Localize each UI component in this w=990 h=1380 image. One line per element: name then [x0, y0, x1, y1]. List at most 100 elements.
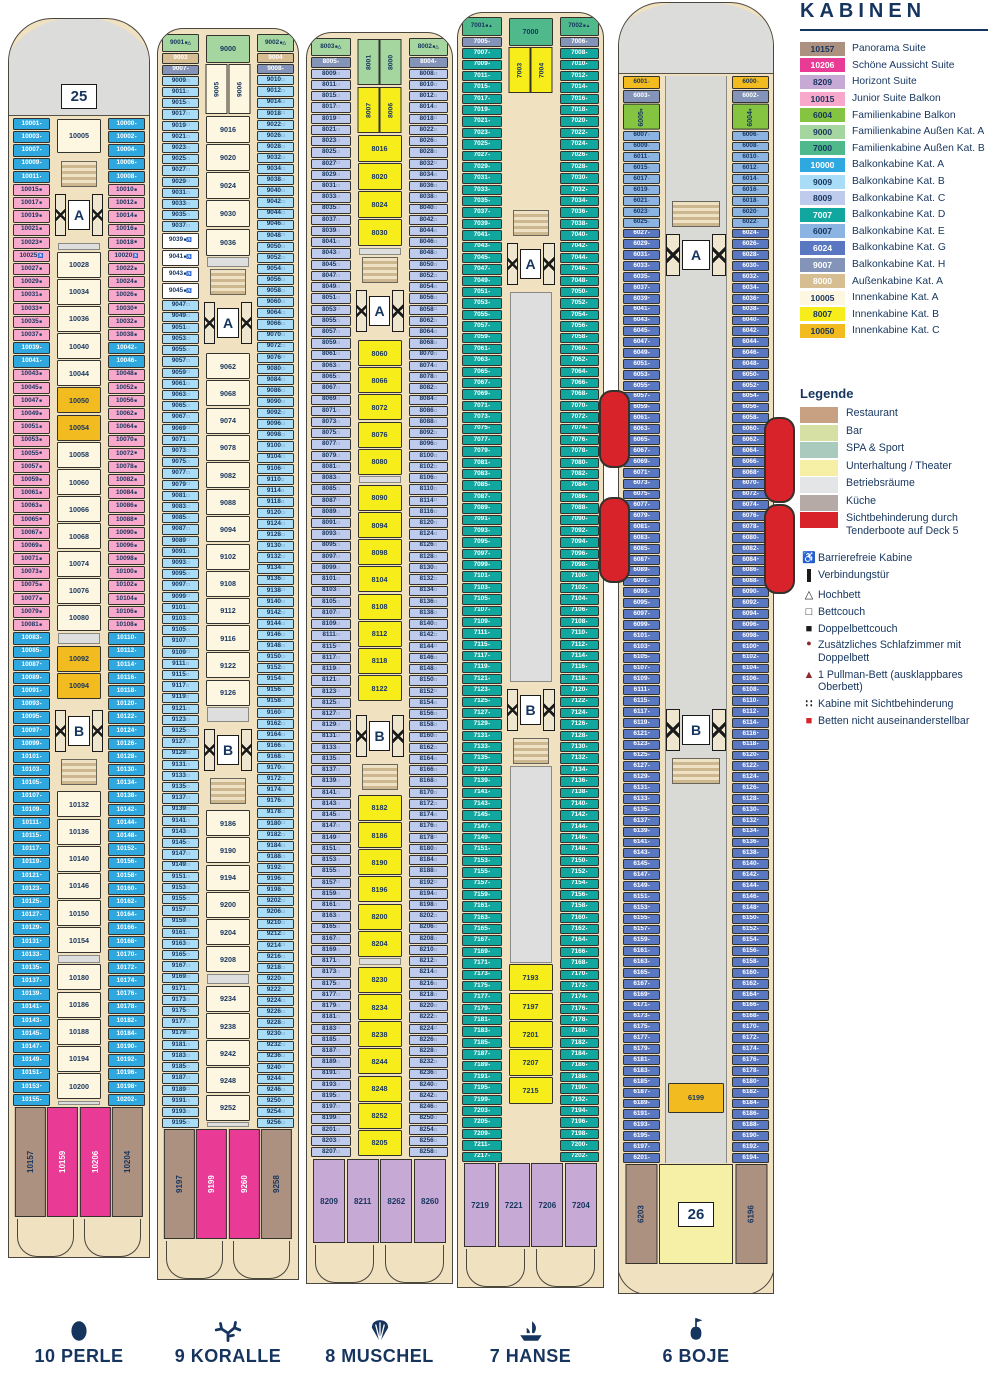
cabin-8212[interactable]: 8212□	[408, 956, 448, 967]
cabin-8042[interactable]: 8042□	[408, 214, 448, 225]
cabin-9114[interactable]: 9114□	[257, 485, 294, 496]
cabin-8110[interactable]: 8110□	[408, 484, 448, 495]
cabin-7039[interactable]: 7039▪	[462, 218, 502, 230]
cabin-7173[interactable]: 7173▪	[462, 969, 502, 980]
cabin-6154[interactable]: 6154▪	[732, 935, 769, 946]
cabin-9214[interactable]: 9214□	[257, 940, 294, 951]
cabin-9248[interactable]: 9248	[206, 1067, 250, 1094]
cabin-7165[interactable]: 7165▪	[462, 924, 502, 935]
cabin-8168[interactable]: 8168□	[408, 776, 448, 787]
cabin-10126[interactable]: 10126▪	[108, 737, 145, 750]
cabin-7103[interactable]: 7103▪	[462, 582, 502, 594]
cabin-9056[interactable]: 9056□	[257, 275, 294, 286]
cabin-7093[interactable]: 7093▪	[462, 525, 502, 537]
cabin-8116[interactable]: 8116□	[408, 506, 448, 518]
cabin-7141[interactable]: 7141▪	[462, 787, 502, 798]
cabin-8224[interactable]: 8224□	[408, 1023, 448, 1034]
cabin-8069[interactable]: 8069□	[311, 394, 351, 405]
cabin-7221[interactable]: 7221	[497, 1163, 530, 1247]
cabin-7082[interactable]: 7082▪	[559, 469, 599, 480]
cabin-6119[interactable]: 6119▪	[623, 717, 660, 728]
cabin-10008[interactable]: 10008▪	[108, 170, 145, 183]
cabin-10000[interactable]: 10000▪	[108, 118, 145, 131]
cabin-6099[interactable]: 6099▪	[623, 620, 660, 630]
cabin-8164[interactable]: 8164□	[408, 754, 448, 765]
cabin-6177[interactable]: 6177▪	[623, 1033, 660, 1044]
cabin-8218[interactable]: 8218□	[408, 989, 448, 1001]
cabin-9043[interactable]: 9043■♿	[162, 266, 199, 283]
cabin-6004[interactable]: 6004◂	[732, 104, 769, 130]
cabin-6032[interactable]: 6032▪	[732, 272, 769, 282]
cabin-10135[interactable]: 10135▪	[13, 962, 50, 975]
cabin-7134[interactable]: 7134▪	[559, 764, 599, 776]
cabin-7193[interactable]: 7193	[508, 964, 553, 992]
cabin-8087[interactable]: 8087□	[311, 495, 351, 506]
cabin-7194[interactable]: 7194▪	[559, 1106, 599, 1117]
cabin-10170[interactable]: 10170▪	[108, 948, 145, 961]
cabin-7110[interactable]: 7110▪	[559, 628, 599, 639]
cabin-10010[interactable]: 10010■	[108, 183, 145, 197]
cabin-6035[interactable]: 6035▪	[623, 272, 660, 282]
cabin-10052[interactable]: 10052■	[108, 381, 145, 394]
cabin-9175[interactable]: 9175□	[162, 1006, 199, 1017]
cabin-8047[interactable]: 8047□	[311, 270, 351, 282]
cabin-6123[interactable]: 6123▪	[623, 739, 660, 750]
cabin-7092[interactable]: 7092▪	[559, 525, 599, 537]
cabin-8040[interactable]: 8040□	[408, 203, 448, 214]
cabin-9179[interactable]: 9179□	[162, 1028, 199, 1039]
cabin-6100[interactable]: 6100▪	[732, 641, 769, 652]
cabin-6132[interactable]: 6132▪	[732, 815, 769, 826]
cabin-8156[interactable]: 8156□	[408, 709, 448, 720]
cabin-7171[interactable]: 7171▪	[462, 958, 502, 969]
cabin-6096[interactable]: 6096▪	[732, 620, 769, 630]
cabin-6167[interactable]: 6167▪	[623, 978, 660, 989]
cabin-9125[interactable]: 9125□	[162, 726, 199, 737]
cabin-6189[interactable]: 6189▪	[623, 1098, 660, 1109]
cabin-9132[interactable]: 9132□	[257, 552, 294, 563]
cabin-7061[interactable]: 7061▪	[462, 343, 502, 355]
cabin-6196[interactable]: 6196	[734, 1164, 768, 1264]
cabin-6019[interactable]: 6019▫	[623, 185, 660, 195]
cabin-8187[interactable]: 8187□	[311, 1046, 351, 1057]
cabin-8260[interactable]: 8260	[413, 1159, 446, 1243]
cabin-8085[interactable]: 8085□	[311, 484, 351, 495]
cabin-8125[interactable]: 8125□	[311, 697, 351, 709]
cabin-8152[interactable]: 8152□	[408, 686, 448, 697]
cabin-9228[interactable]: 9228□	[257, 1018, 294, 1029]
cabin-9126[interactable]: 9126	[206, 679, 250, 706]
cabin-7043[interactable]: 7043▪	[462, 241, 502, 252]
cabin-6091[interactable]: 6091▪	[623, 576, 660, 587]
cabin-7035[interactable]: 7035▪	[462, 196, 502, 207]
cabin-6074[interactable]: 6074▪	[732, 500, 769, 511]
cabin-8177[interactable]: 8177□	[311, 989, 351, 1001]
cabin-10077[interactable]: 10077■	[13, 592, 50, 605]
cabin-9234[interactable]: 9234	[206, 985, 250, 1012]
cabin-7178[interactable]: 7178▪	[559, 1015, 599, 1026]
cabin-7001[interactable]: 7001■▲	[462, 17, 502, 36]
cabin-10131[interactable]: 10131▪	[13, 935, 50, 948]
cabin-8026[interactable]: 8026□	[408, 136, 448, 147]
cabin-8004[interactable]: 8004▪	[408, 57, 448, 68]
cabin-10053[interactable]: 10053■	[13, 434, 50, 447]
cabin-10116[interactable]: 10116▪	[108, 671, 145, 685]
cabin-6165[interactable]: 6165▪	[623, 968, 660, 978]
cabin-8193[interactable]: 8193□	[311, 1079, 351, 1091]
cabin-8254[interactable]: 8254□	[408, 1124, 448, 1135]
cabin-7190[interactable]: 7190▪	[559, 1083, 599, 1094]
cabin-6016[interactable]: 6016▫	[732, 185, 769, 195]
cabin-6102[interactable]: 6102▪	[732, 652, 769, 663]
cabin-9082[interactable]: 9082	[206, 462, 250, 489]
cabin-10136[interactable]: 10136	[57, 818, 101, 845]
cabin-10045[interactable]: 10045■	[13, 381, 50, 394]
cabin-8044[interactable]: 8044□	[408, 226, 448, 237]
cabin-7179[interactable]: 7179▪	[462, 1003, 502, 1014]
cabin-10031[interactable]: 10031■	[13, 289, 50, 302]
cabin-10155[interactable]: 10155▪	[13, 1093, 50, 1107]
cabin-9149[interactable]: 9149□	[162, 860, 199, 871]
cabin-6191[interactable]: 6191▪	[623, 1109, 660, 1120]
cabin-8099[interactable]: 8099□	[311, 563, 351, 574]
cabin-7144[interactable]: 7144▪	[559, 821, 599, 832]
cabin-10062[interactable]: 10062■	[108, 408, 145, 421]
cabin-8178[interactable]: 8178□	[408, 832, 448, 843]
cabin-6005[interactable]: 6005◂	[623, 104, 660, 130]
